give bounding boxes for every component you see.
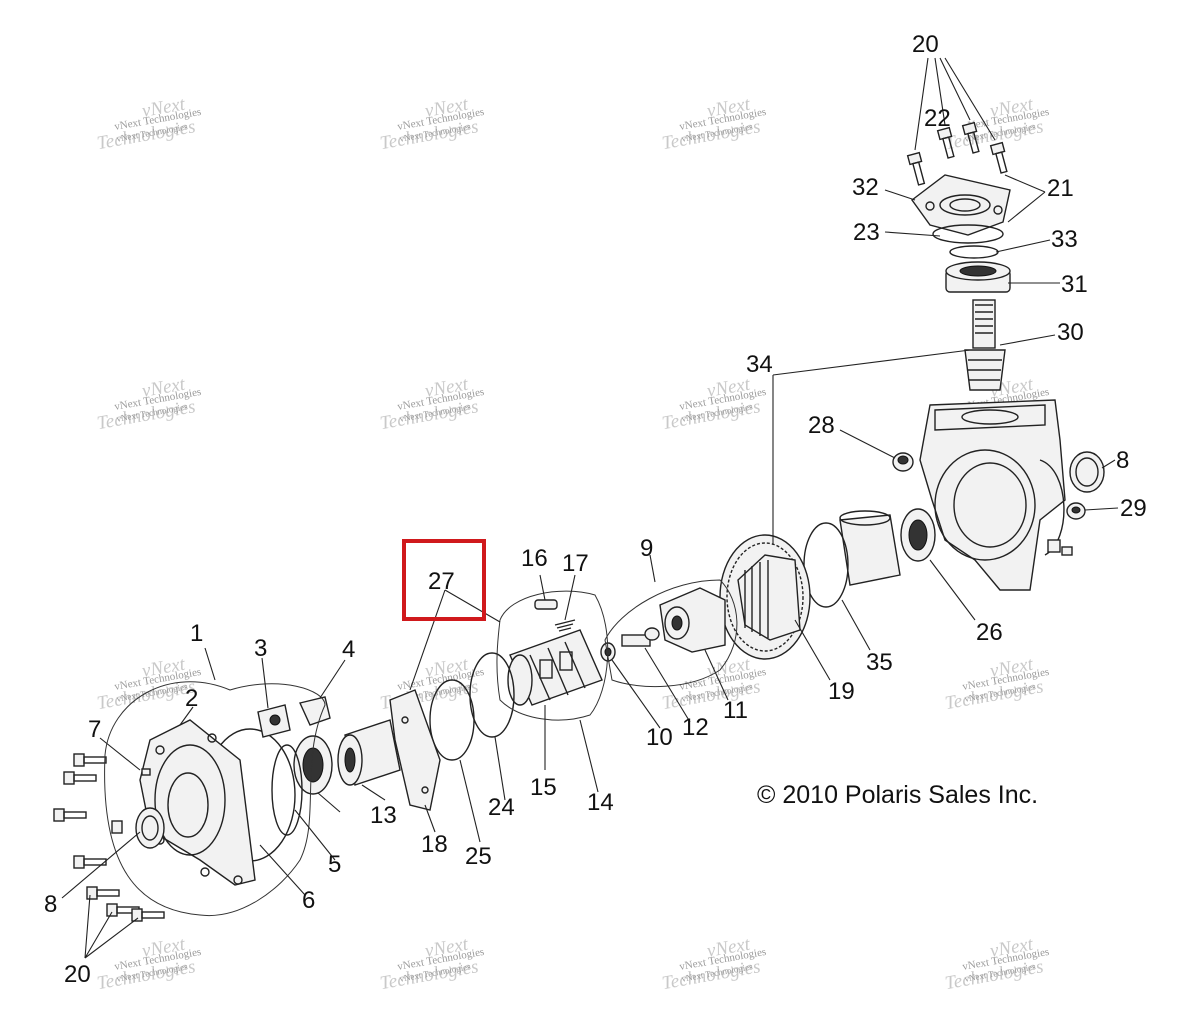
callout-15: 15 bbox=[530, 774, 557, 801]
callout-13: 13 bbox=[370, 802, 397, 829]
callout-33: 33 bbox=[1051, 226, 1078, 253]
callout-3: 3 bbox=[254, 635, 267, 662]
callout-23: 23 bbox=[853, 219, 880, 246]
callout-34: 34 bbox=[746, 351, 773, 378]
callout-1: 1 bbox=[190, 620, 203, 647]
callout-14: 14 bbox=[587, 789, 614, 816]
hub-11 bbox=[659, 587, 726, 653]
seal-8-left bbox=[135, 807, 165, 849]
callout-32: 32 bbox=[852, 174, 879, 201]
highlight-box bbox=[402, 539, 486, 621]
pinion-shaft-30 bbox=[964, 299, 1006, 391]
callout-27: 27 bbox=[428, 568, 455, 595]
callout-6: 6 bbox=[302, 887, 315, 914]
callout-20: 20 bbox=[912, 31, 939, 58]
callout-10: 10 bbox=[646, 724, 673, 751]
spacer-35 bbox=[839, 510, 901, 586]
pin-16 bbox=[534, 599, 558, 610]
callout-31: 31 bbox=[1061, 271, 1088, 298]
callout-9: 9 bbox=[640, 535, 653, 562]
callout-11: 11 bbox=[723, 697, 748, 724]
copyright-text: © 2010 Polaris Sales Inc. bbox=[757, 781, 1038, 809]
callout-16: 16 bbox=[521, 545, 548, 572]
leader-lines bbox=[61, 57, 1119, 959]
o-ring-23 bbox=[932, 224, 1004, 244]
bearing-26-right bbox=[900, 508, 936, 562]
callout-19: 19 bbox=[828, 678, 855, 705]
callout-28: 28 bbox=[808, 412, 835, 439]
actuator-3 bbox=[257, 704, 291, 738]
ring-24 bbox=[469, 652, 515, 738]
callout-24: 24 bbox=[488, 794, 515, 821]
ring-25 bbox=[429, 679, 475, 761]
callout-8: 8 bbox=[44, 891, 57, 918]
plate-18 bbox=[389, 689, 441, 811]
bearing-31 bbox=[945, 261, 1011, 293]
axle-housing bbox=[919, 399, 1073, 591]
spring-17 bbox=[554, 619, 576, 632]
roller-cage-15 bbox=[507, 629, 603, 706]
upper-bolts bbox=[906, 121, 1008, 186]
callout-5: 5 bbox=[328, 851, 341, 878]
callout-8: 8 bbox=[1116, 447, 1129, 474]
bearing-13 bbox=[337, 719, 401, 786]
gear-case-cover-2 bbox=[139, 719, 256, 886]
ring-gear-19 bbox=[719, 534, 811, 660]
plug-28 bbox=[892, 452, 914, 472]
callout-21: 21 bbox=[1047, 175, 1074, 202]
callout-25: 25 bbox=[465, 843, 492, 870]
callout-29: 29 bbox=[1120, 495, 1147, 522]
callout-26: 26 bbox=[976, 619, 1003, 646]
callout-22: 22 bbox=[924, 105, 951, 132]
callout-12: 12 bbox=[682, 714, 709, 741]
pinion-cover-plate bbox=[911, 174, 1011, 236]
callout-20: 20 bbox=[64, 961, 91, 988]
callout-35: 35 bbox=[866, 649, 893, 676]
cover-bolts bbox=[53, 753, 165, 922]
seal-8-right bbox=[1069, 451, 1105, 493]
o-ring-33 bbox=[949, 245, 999, 259]
ring-5 bbox=[271, 744, 303, 836]
callout-4: 4 bbox=[342, 636, 355, 663]
callout-2: 2 bbox=[185, 685, 198, 712]
callout-7: 7 bbox=[88, 716, 101, 743]
bracket-4 bbox=[299, 696, 331, 726]
pin-12 bbox=[621, 627, 660, 647]
callout-17: 17 bbox=[562, 550, 589, 577]
plug-29 bbox=[1066, 502, 1086, 520]
callout-30: 30 bbox=[1057, 319, 1084, 346]
bearing-26-left bbox=[293, 735, 333, 795]
callout-18: 18 bbox=[421, 831, 448, 858]
